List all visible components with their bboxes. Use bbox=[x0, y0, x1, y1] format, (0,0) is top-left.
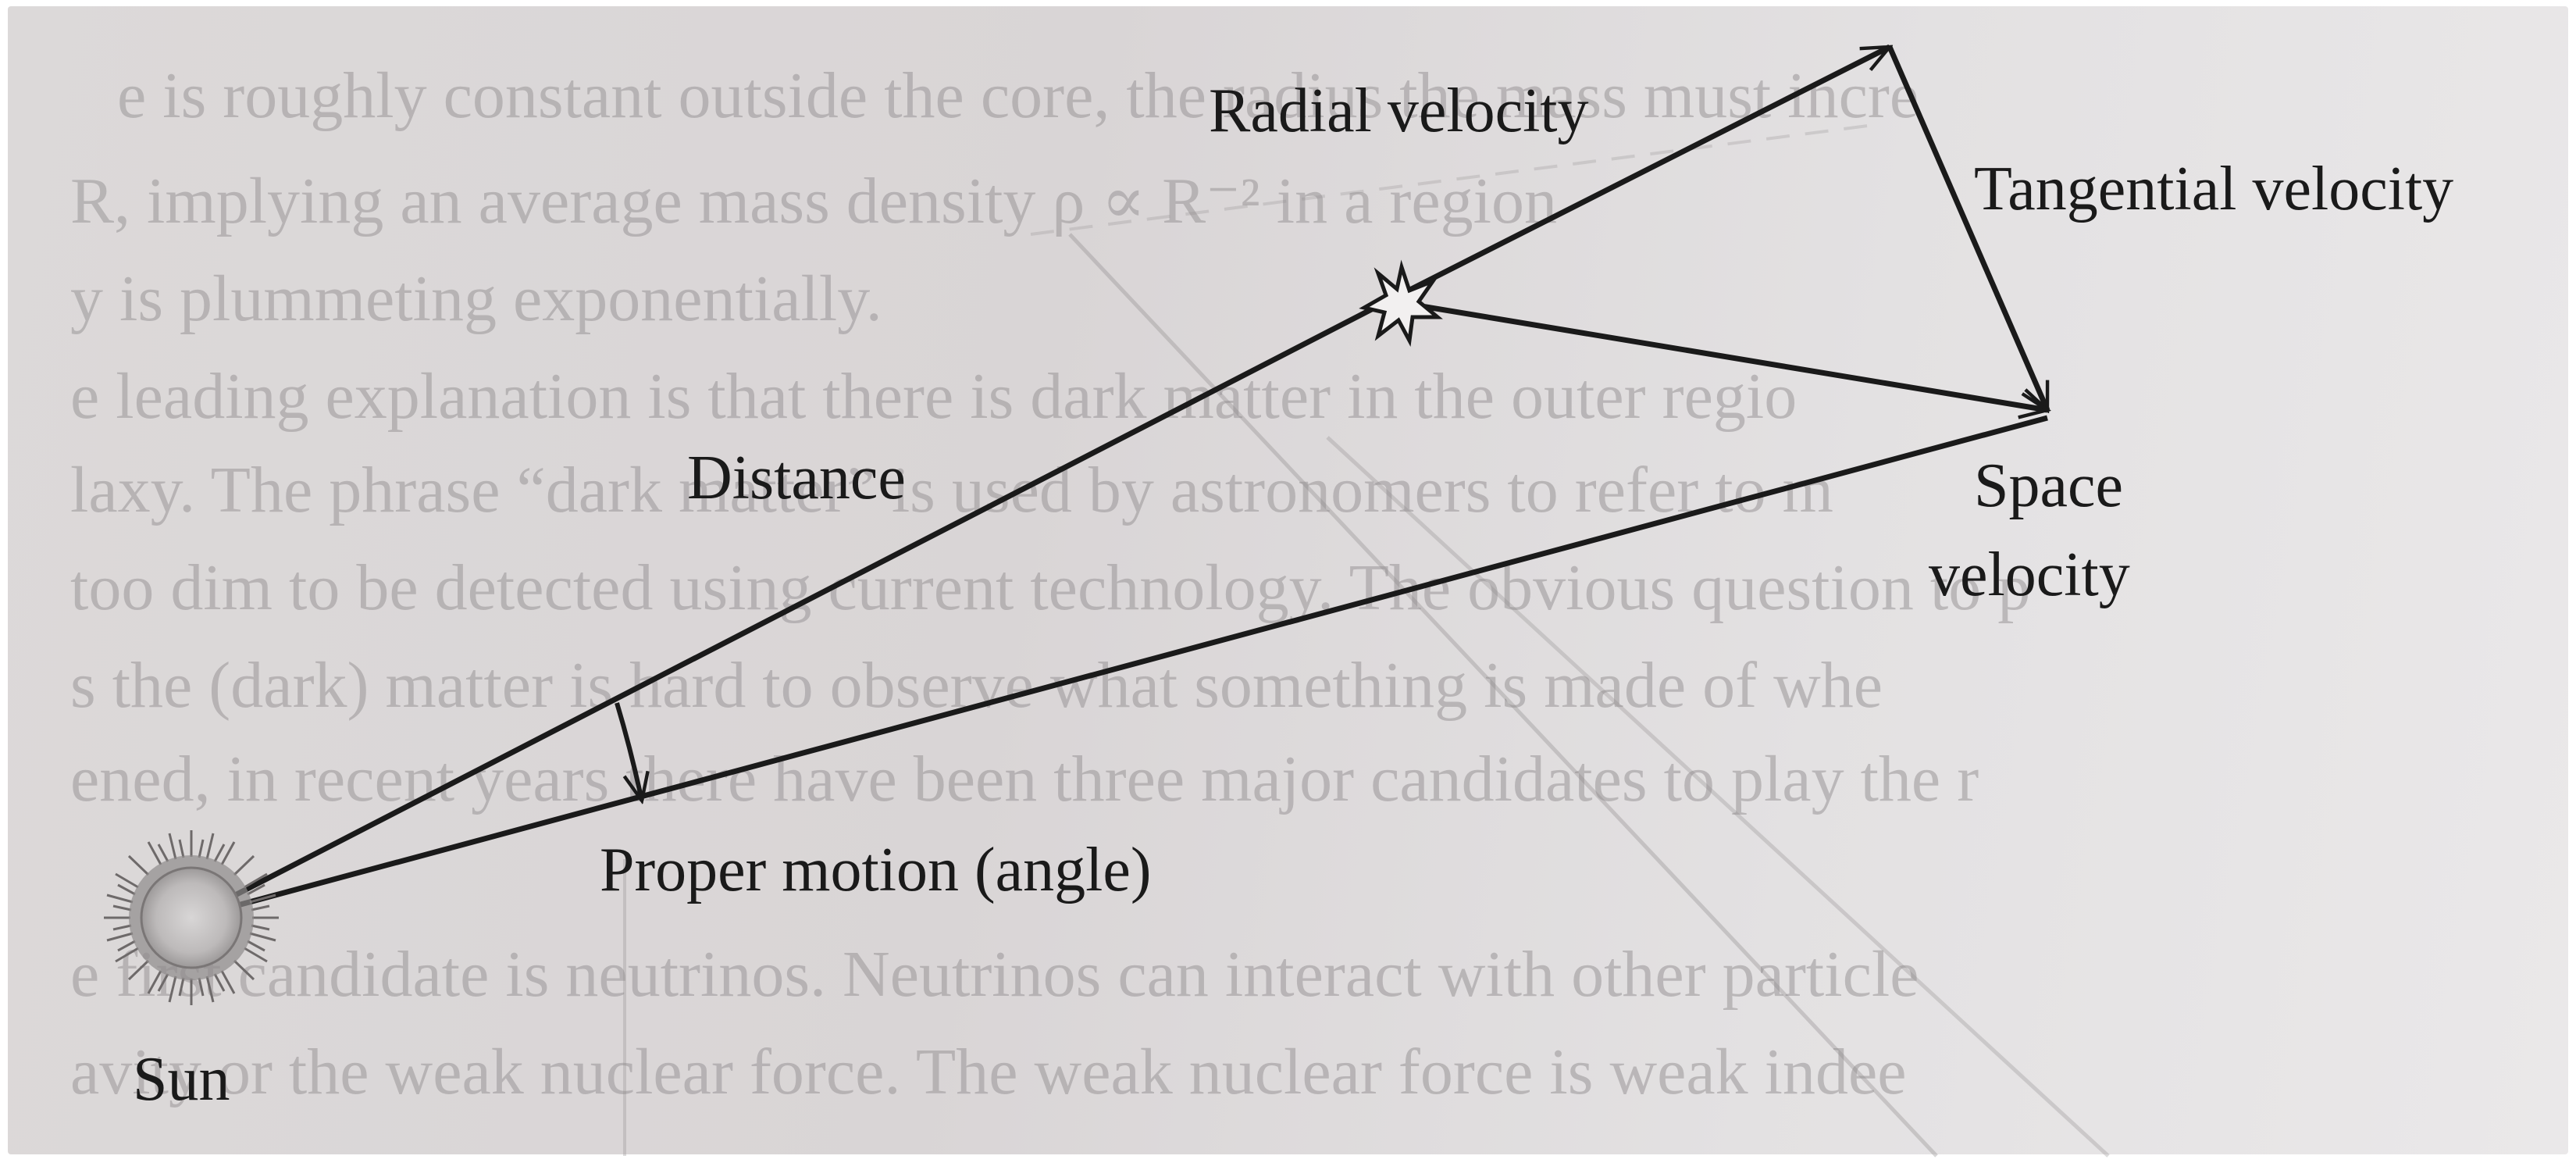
svg-text:too dim to be detected using c: too dim to be detected using current tec… bbox=[70, 551, 2030, 624]
radial-velocity-arrow bbox=[1387, 44, 1890, 304]
svg-text:e is roughly constant outside: e is roughly constant outside the core, … bbox=[117, 59, 1919, 132]
svg-text:avity or the weak nuclear forc: avity or the weak nuclear force. The wea… bbox=[70, 1036, 1907, 1108]
radial-velocity-label: Radial velocity bbox=[1209, 77, 1589, 145]
svg-text:e leading explanation is that: e leading explanation is that there is d… bbox=[70, 360, 1797, 433]
bleed-through-background: e is roughly constant outside the core, … bbox=[70, 59, 2110, 1158]
distance-line bbox=[190, 298, 1390, 921]
tangential-velocity-arrow bbox=[1887, 45, 2050, 410]
svg-text:laxy. The phrase “dark matter”: laxy. The phrase “dark matter” is used b… bbox=[70, 454, 1833, 526]
space-velocity-label-line1: Space bbox=[1974, 451, 2123, 520]
svg-text:y is plummeting exponentially.: y is plummeting exponentially. bbox=[70, 262, 882, 335]
sun-label: Sun bbox=[133, 1045, 230, 1114]
labels: Radial velocity Tangential velocity Dist… bbox=[133, 77, 2453, 1114]
space-velocity-arrow bbox=[1388, 298, 2047, 410]
svg-text:ened, in recent years there ha: ened, in recent years there have been th… bbox=[70, 743, 1979, 815]
vector-lines bbox=[190, 44, 2050, 921]
page-background bbox=[8, 6, 2568, 1154]
svg-text:R, implying an average mass de: R, implying an average mass density ρ ∝ … bbox=[70, 165, 1557, 237]
svg-text:e first candidate is neutrinos: e first candidate is neutrinos. Neutrino… bbox=[70, 938, 1919, 1011]
tangential-velocity-label: Tangential velocity bbox=[1974, 155, 2453, 223]
proper-motion-label: Proper motion (angle) bbox=[600, 836, 1151, 904]
svg-text:s the (dark) matter is hard to: s the (dark) matter is hard to observe w… bbox=[70, 649, 1883, 722]
distance-label: Distance bbox=[687, 444, 906, 512]
proper-motion-arc bbox=[615, 702, 642, 801]
space-velocity-label-line2: velocity bbox=[1929, 540, 2130, 609]
sun-icon bbox=[104, 830, 279, 1005]
star-icon bbox=[1359, 259, 1443, 347]
sun-to-tip-line bbox=[191, 415, 2048, 921]
